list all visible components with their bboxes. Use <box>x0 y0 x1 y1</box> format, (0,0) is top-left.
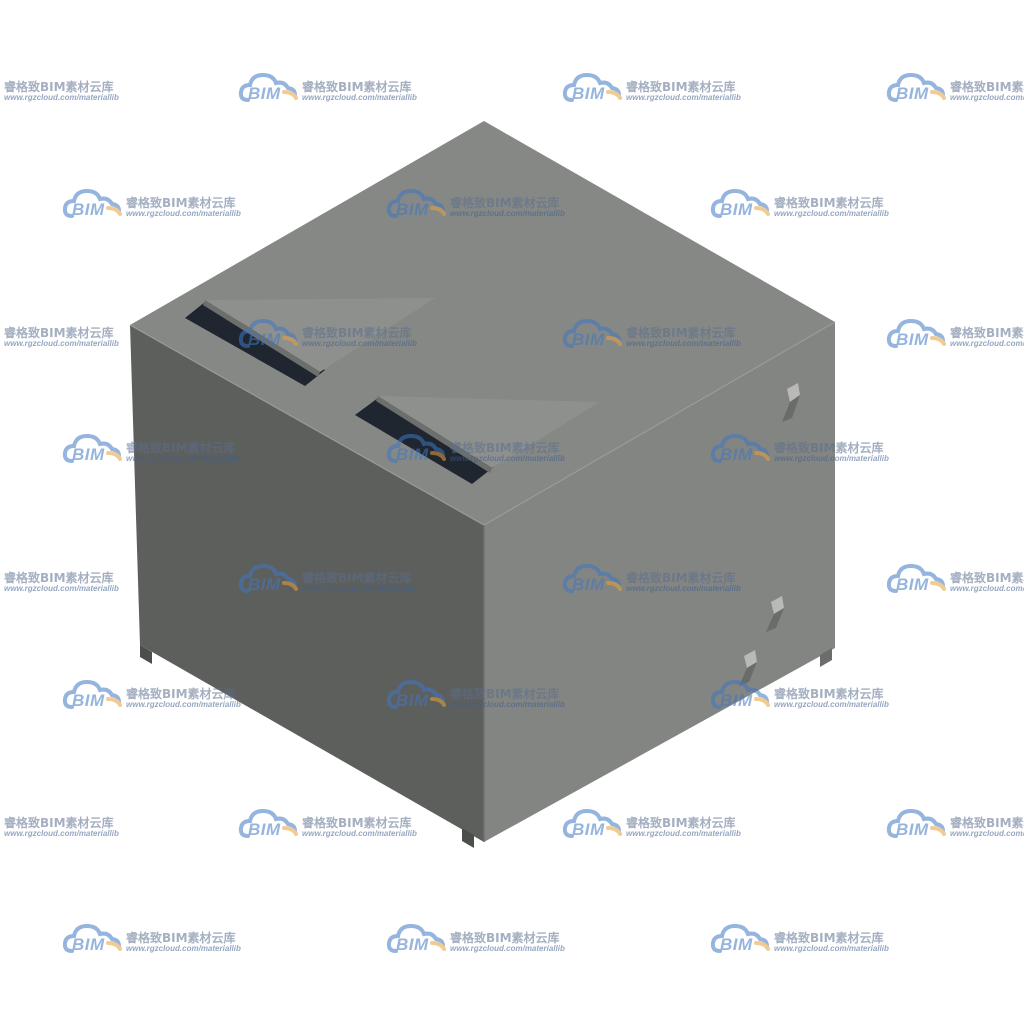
box-foot-left <box>140 645 152 664</box>
box-left-face <box>130 325 484 842</box>
box-foot-right <box>820 648 832 667</box>
slot-lid-2 <box>378 396 600 468</box>
latch-upper <box>782 383 800 422</box>
box-foot-front <box>462 828 474 848</box>
latch-middle <box>766 596 784 632</box>
slot-lid-1 <box>205 298 435 372</box>
